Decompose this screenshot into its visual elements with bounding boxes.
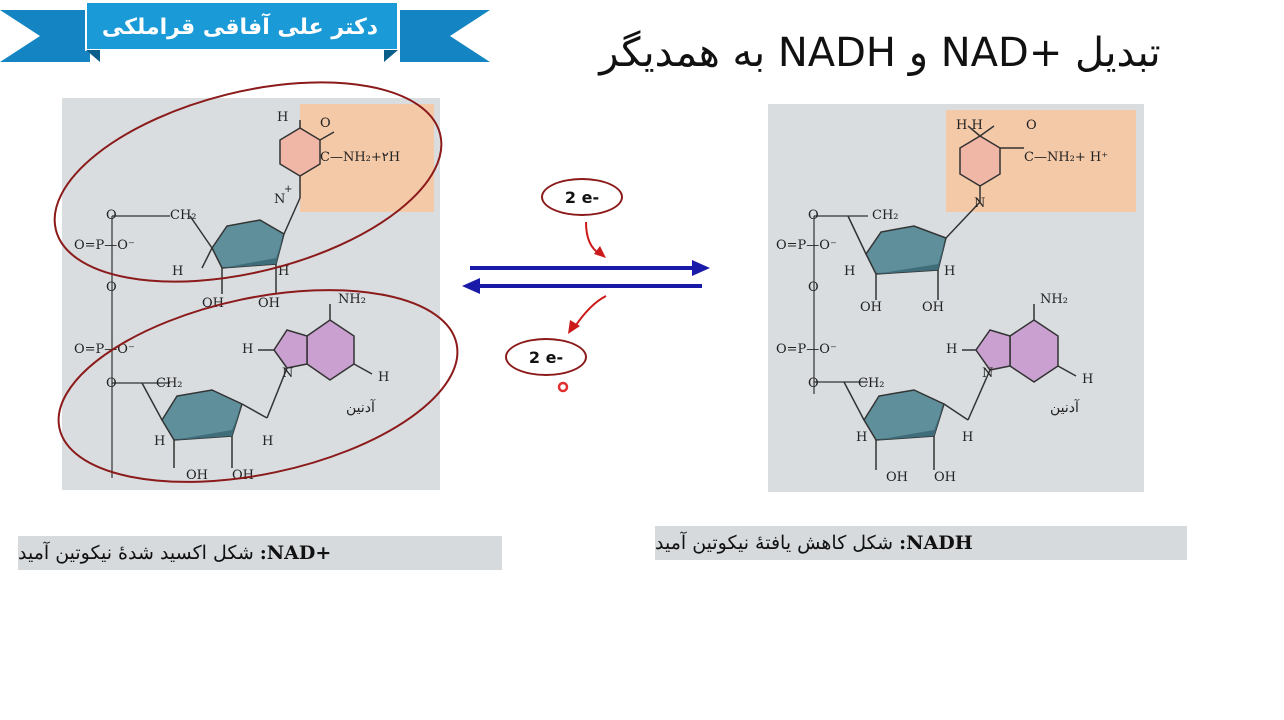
label-amide: C—NH₂+ H⁺ [1024, 150, 1109, 165]
label-oh-4: OH [232, 468, 254, 483]
electrons-bottom-label: 2 e- [505, 338, 587, 376]
label-carbonyl-o: O [1026, 118, 1037, 133]
label-h-sugar-4: H [262, 434, 274, 449]
label-o-link: O [808, 280, 819, 295]
reverse-arrowhead [462, 278, 480, 294]
label-amide: C—NH₂+‏۲H [320, 150, 401, 165]
caption-nadh-text: شکل کاهش یافتهٔ نیکوتین آمید [655, 532, 894, 554]
label-ch2-1: CH₂ [170, 208, 197, 223]
label-ch2-1: CH₂ [872, 208, 899, 223]
nadh-structure: H H O C—NH₂+ H⁺ N O CH₂ O=P—O⁻ O O=P—O⁻ … [768, 104, 1144, 492]
label-h-sugar-3: H [856, 430, 868, 445]
adenine-label: آدنین [1050, 400, 1079, 416]
label-oh-3: OH [186, 468, 208, 483]
caption-nad-plus-bold: +NAD: [259, 542, 332, 564]
label-hh: H H [956, 118, 983, 133]
label-h-sugar-4: H [962, 430, 974, 445]
label-phosphate-1: O=P—O⁻ [776, 238, 837, 253]
label-oh-2: OH [922, 300, 944, 315]
label-h-adenine-1: H [946, 342, 958, 357]
page-title: تبدیل +NAD و NADH به همدیگر [599, 30, 1161, 76]
label-plus: + [284, 184, 293, 195]
forward-arrowhead [692, 260, 710, 276]
cursor-dot [557, 381, 569, 393]
label-phosphate-2: O=P—O⁻ [776, 342, 837, 357]
label-h-sugar-2: H [944, 264, 956, 279]
label-h-adenine-2: H [378, 370, 390, 385]
label-h-sugar-2: H [278, 264, 290, 279]
label-h: H [277, 110, 289, 125]
label-oh-1: OH [860, 300, 882, 315]
label-h-adenine-2: H [1082, 372, 1094, 387]
caption-nad-plus-text: شکل اکسید شدهٔ نیکوتین آمید [18, 542, 254, 564]
electron-in-arrow [585, 221, 601, 255]
label-carbonyl-o: O [320, 116, 331, 131]
author-name: دکتر علی آفاقی قراملکی [101, 14, 379, 40]
label-n-adenine: N [982, 366, 994, 381]
label-n: N [974, 196, 986, 211]
electron-out-arrow [573, 295, 607, 329]
label-o1: O [808, 208, 819, 223]
label-h-sugar-1: H [172, 264, 184, 279]
nad-plus-structure: H O C—NH₂+‏۲H N + O CH₂ O=P—O⁻ O O=P—O⁻ … [62, 98, 440, 490]
label-o-link: O [106, 280, 117, 295]
label-nh2: NH₂ [1040, 292, 1068, 307]
caption-nadh-bold: NADH: [899, 532, 973, 554]
label-ch2-2: CH₂ [156, 376, 183, 391]
label-nh2: NH₂ [338, 292, 366, 307]
label-oh-4: OH [934, 470, 956, 485]
label-oh-2: OH [258, 296, 280, 311]
nadh-caption: NADH: شکل کاهش یافتهٔ نیکوتین آمید [655, 526, 1187, 560]
nad-plus-caption: +NAD: شکل اکسید شدهٔ نیکوتین آمید [18, 536, 502, 570]
label-o2: O [106, 376, 117, 391]
label-ch2-2: CH₂ [858, 376, 885, 391]
label-o2: O [808, 376, 819, 391]
label-phosphate-1: O=P—O⁻ [74, 238, 135, 253]
label-oh-3: OH [886, 470, 908, 485]
label-o1: O [106, 208, 117, 223]
label-oh-1: OH [202, 296, 224, 311]
adenine-label: آدنین [346, 400, 375, 416]
title-ribbon [0, 1, 490, 62]
label-h-sugar-3: H [154, 434, 166, 449]
electrons-top-label: 2 e- [541, 178, 623, 216]
label-phosphate-2: O=P—O⁻ [74, 342, 135, 357]
nadh-molecule-drawing [813, 125, 1077, 470]
label-n-adenine: N [282, 366, 294, 381]
label-h-sugar-1: H [844, 264, 856, 279]
label-h-adenine-1: H [242, 342, 254, 357]
